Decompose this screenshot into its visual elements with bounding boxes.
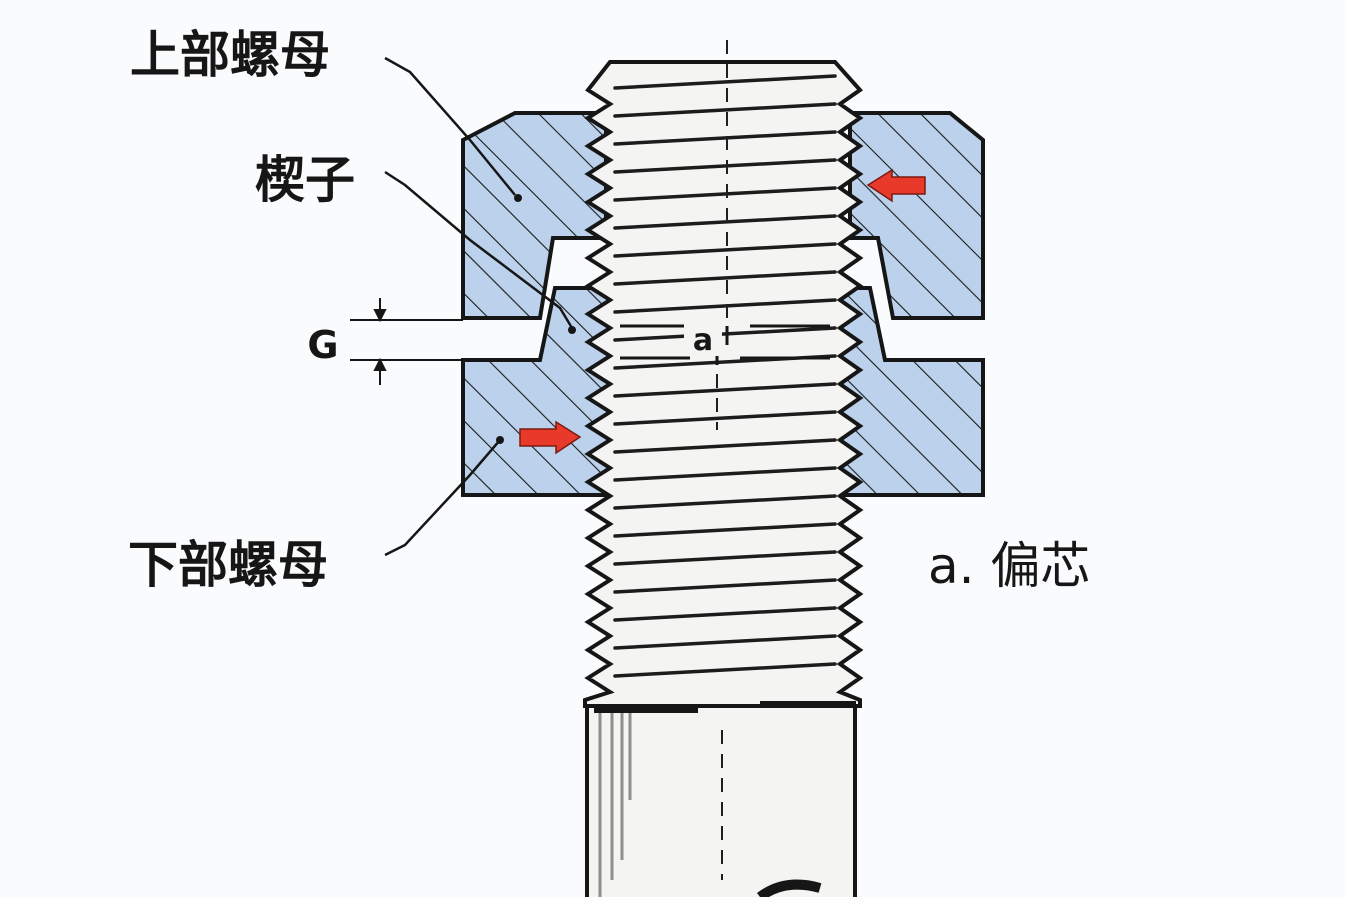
eccentric-marker: a <box>693 323 713 358</box>
leader-lines <box>384 56 574 557</box>
upper-nut-label: 上部螺母 <box>130 26 330 84</box>
wedge-label: 楔子 <box>255 151 355 209</box>
lower-nut-arrow <box>519 420 582 455</box>
bolt-thread-body <box>583 60 864 708</box>
thread-line <box>613 242 837 258</box>
thread-line <box>613 662 837 678</box>
thread-line <box>613 438 837 454</box>
thread-line <box>613 466 837 482</box>
thread-line <box>613 606 837 622</box>
thread-line <box>613 634 837 650</box>
lower-nut-label: 下部螺母 <box>128 536 328 594</box>
shank-shading <box>598 712 632 897</box>
thread-line <box>613 494 837 510</box>
thread-line <box>613 102 837 118</box>
thread-line <box>613 522 837 538</box>
gap-label: G <box>307 323 338 367</box>
upper-nut-right <box>848 111 985 320</box>
thread-line <box>613 270 837 286</box>
thread-line <box>613 186 837 202</box>
shank-bottom-arc <box>756 879 822 897</box>
legend-eccentric: a. 偏芯 <box>928 537 1090 595</box>
thread-line <box>613 578 837 594</box>
upper-nut-left <box>461 111 608 320</box>
thread-line <box>613 382 837 398</box>
leader-dots <box>496 194 576 444</box>
thread-line <box>613 326 837 342</box>
thread-line <box>613 130 837 146</box>
thread-line <box>613 158 837 174</box>
thread-line <box>613 74 837 90</box>
thread-line <box>613 298 837 314</box>
thread-line <box>613 214 837 230</box>
thread-line <box>613 550 837 566</box>
gap-dimension <box>350 298 463 385</box>
upper-nut-arrow <box>866 168 926 203</box>
thread-line <box>613 410 837 426</box>
